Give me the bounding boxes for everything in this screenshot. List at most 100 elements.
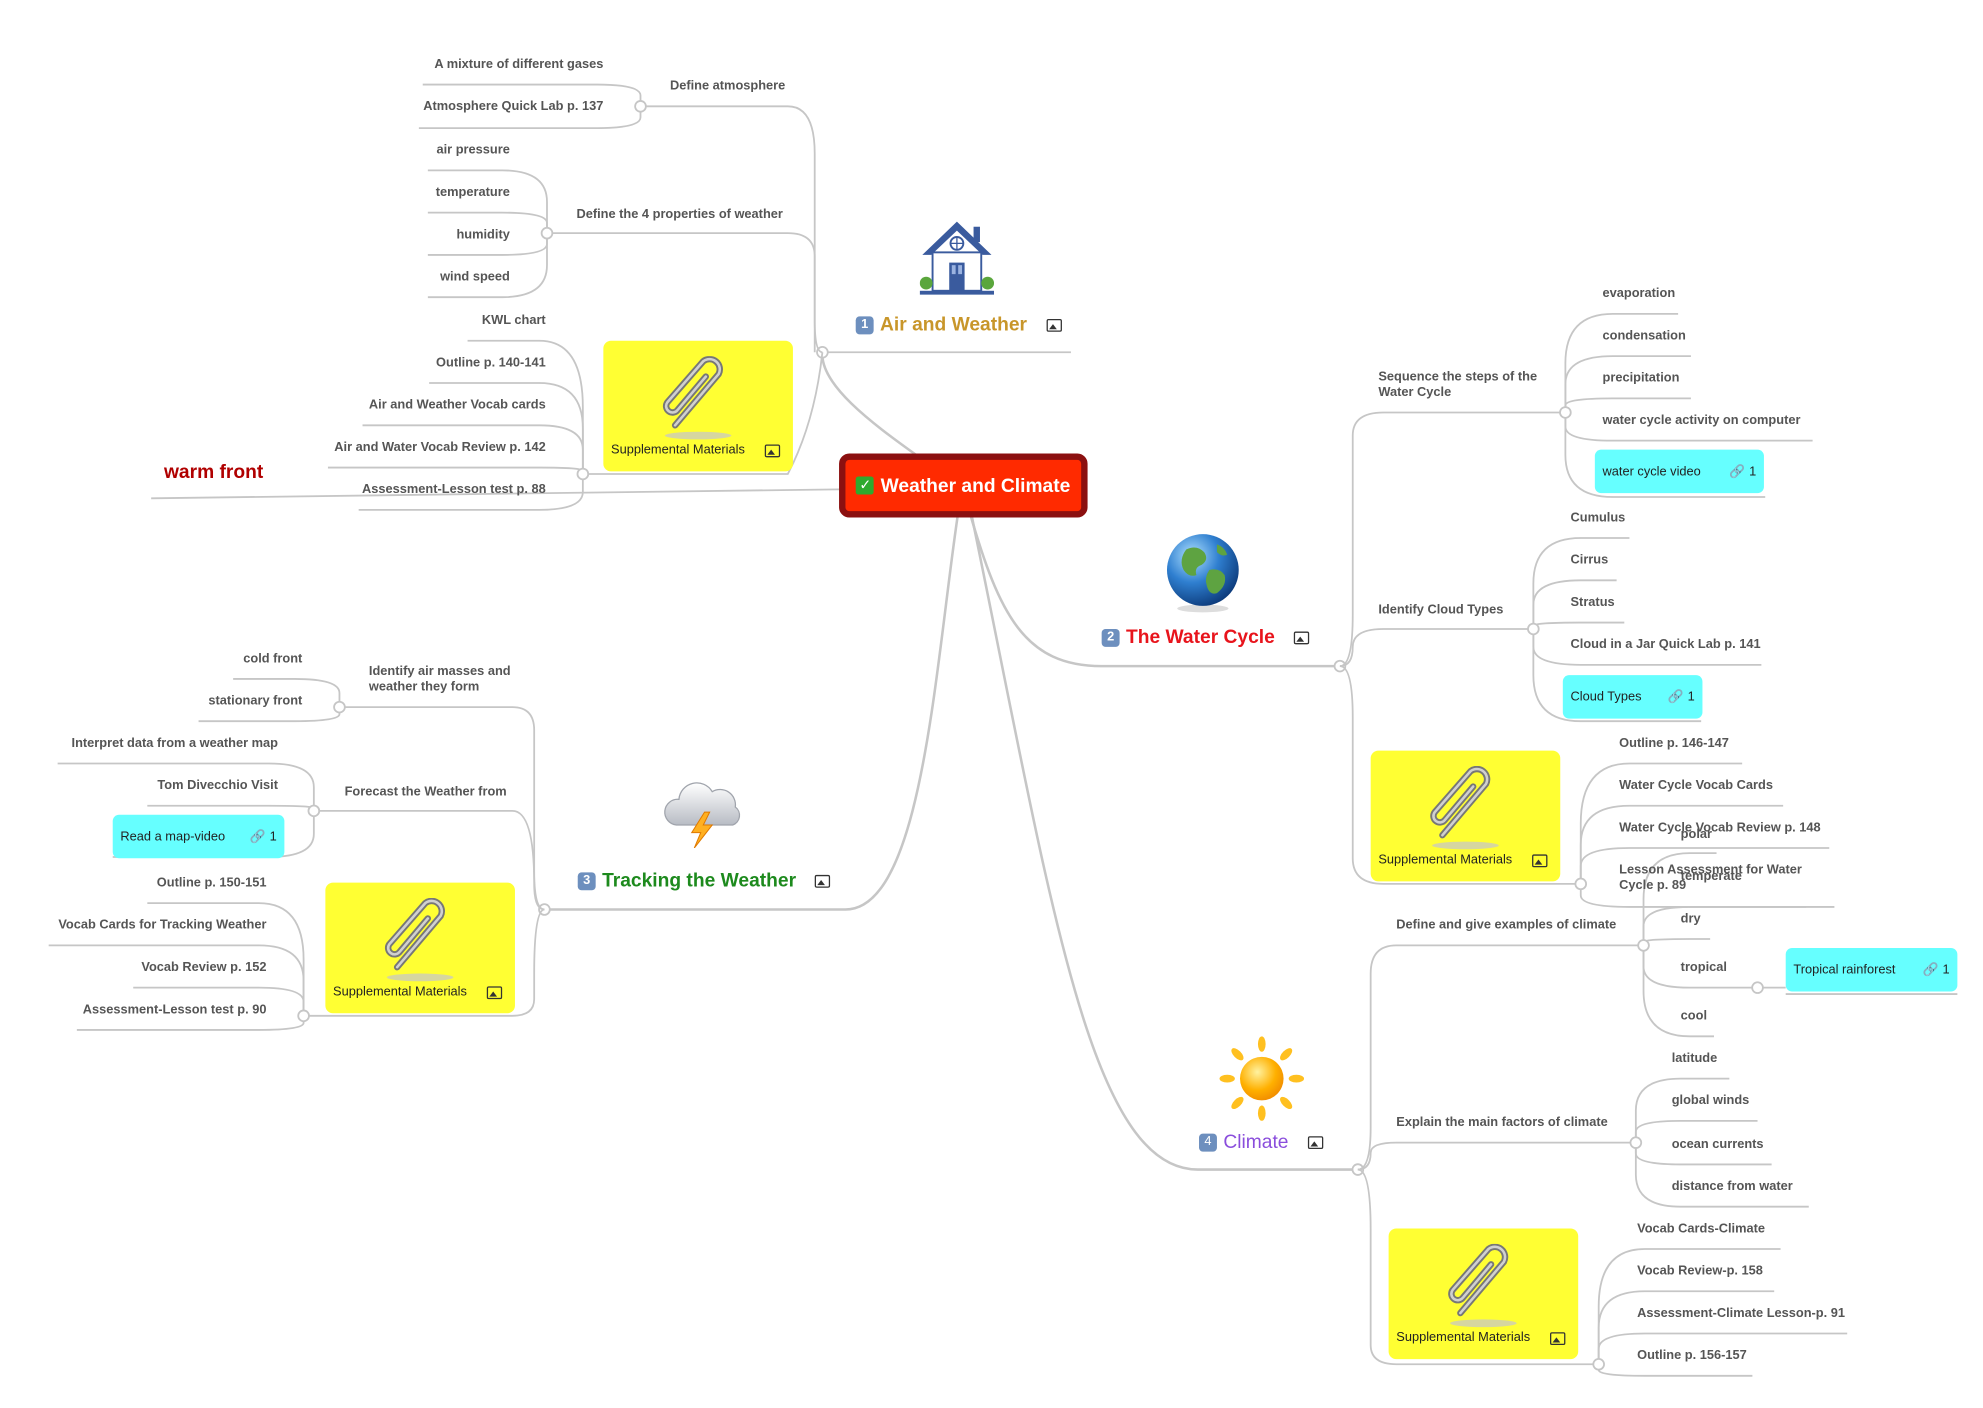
leaf-interpret-data[interactable]: Interpret data from a weather map: [71, 736, 278, 751]
connector-line: [1597, 1290, 1775, 1365]
leaf-evaporation[interactable]: evaporation: [1602, 286, 1676, 302]
branch-node: [1527, 622, 1540, 636]
branch-node: [1559, 406, 1572, 419]
leaf-air-pressure[interactable]: air pressure: [436, 143, 510, 158]
leaf-vocab-cards[interactable]: Air and Weather Vocab cards: [368, 398, 546, 413]
leaf-global-winds[interactable]: global winds: [1671, 1093, 1750, 1109]
image-icon[interactable]: [764, 444, 781, 458]
image-icon[interactable]: [815, 874, 831, 888]
image-icon[interactable]: [1550, 1332, 1566, 1346]
leaf-atmosphere-lab[interactable]: Atmosphere Quick Lab p. 137: [423, 99, 604, 115]
leaf-assessment[interactable]: Assessment-Lesson test p. 88: [362, 482, 546, 498]
leaf-cloud-in-jar[interactable]: Cloud in a Jar Quick Lab p. 141: [1570, 637, 1761, 653]
connector-line: [151, 488, 840, 500]
subtopic-sequence-water-cycle[interactable]: Sequence the steps of the Water Cycle: [1378, 370, 1538, 400]
link-label: Read a map-video: [120, 829, 226, 844]
subtopic-cloud-types[interactable]: Identify Cloud Types: [1378, 603, 1504, 618]
connector-line: [76, 1015, 305, 1031]
leaf-vocab-cards[interactable]: Vocab Cards-Climate: [1637, 1222, 1766, 1237]
number-badge: 2: [1101, 628, 1120, 647]
main-topic-climate[interactable]: 4 Climate: [1199, 1131, 1324, 1153]
connector-line: [640, 105, 823, 354]
main-topic-air-and-weather[interactable]: 1 Air and Weather: [855, 314, 1062, 336]
link-cloud-types[interactable]: Cloud Types 🔗1: [1562, 675, 1703, 719]
connector-line: [1532, 537, 1630, 629]
leaf-cumulus[interactable]: Cumulus: [1570, 511, 1626, 526]
connector-line: [303, 908, 545, 1017]
supplemental-label: Supplemental Materials: [1396, 1330, 1531, 1346]
leaf-outline[interactable]: Outline p. 140-141: [436, 356, 546, 371]
floating-topic-warm-front[interactable]: warm front: [163, 461, 264, 483]
leaf-stratus[interactable]: Stratus: [1570, 595, 1615, 610]
link-tropical-rainforest[interactable]: Tropical rainforest 🔗1: [1785, 947, 1958, 992]
leaf-stationary-front[interactable]: stationary front: [208, 694, 303, 709]
leaf-precipitation[interactable]: precipitation: [1602, 371, 1680, 386]
central-topic[interactable]: ✓ Weather and Climate: [839, 453, 1088, 518]
subtopic-define-atmosphere[interactable]: Define atmosphere: [669, 79, 786, 94]
subtopic-supplemental-materials[interactable]: Supplemental Materials: [1370, 750, 1561, 882]
leaf-vocab-cards[interactable]: Water Cycle Vocab Cards: [1619, 778, 1773, 793]
leaf-vocab-cards[interactable]: Vocab Cards for Tracking Weather: [58, 918, 267, 933]
leaf-latitude[interactable]: latitude: [1671, 1051, 1718, 1066]
leaf-humidity[interactable]: humidity: [456, 228, 510, 243]
image-icon[interactable]: [486, 986, 503, 1000]
leaf-outline[interactable]: Outline p. 156-157: [1637, 1348, 1747, 1363]
connector-line: [968, 512, 1340, 668]
subtopic-air-masses[interactable]: Identify air masses and weather they for…: [368, 664, 511, 695]
link-icon: 🔗: [1667, 689, 1684, 704]
leaf-temperate[interactable]: temperate: [1680, 869, 1742, 884]
leaf-cold-front[interactable]: cold front: [243, 652, 303, 667]
leaf-gases[interactable]: A mixture of different gases: [434, 57, 604, 72]
branch-node: [1592, 1357, 1605, 1371]
leaf-outline[interactable]: Outline p. 146-147: [1619, 736, 1729, 751]
leaf-dry[interactable]: dry: [1680, 912, 1701, 927]
subtopic-forecast-weather[interactable]: Forecast the Weather from: [344, 785, 507, 800]
leaf-vocab-review[interactable]: Vocab Review-p. 158: [1637, 1264, 1763, 1279]
leaf-vocab-review[interactable]: Vocab Review p. 152: [141, 960, 267, 975]
link-label: Cloud Types: [1570, 689, 1642, 704]
leaf-condensation[interactable]: condensation: [1602, 329, 1686, 344]
leaf-assessment[interactable]: Assessment-Lesson test p. 90: [82, 1003, 267, 1018]
leaf-tropical[interactable]: tropical: [1680, 960, 1727, 975]
leaf-wind-speed[interactable]: wind speed: [440, 270, 510, 285]
image-icon[interactable]: [1046, 318, 1062, 332]
main-topic-tracking-weather[interactable]: 3 Tracking the Weather: [577, 869, 831, 892]
leaf-outline[interactable]: Outline p. 150-151: [156, 876, 267, 891]
leaf-cirrus[interactable]: Cirrus: [1570, 553, 1609, 568]
leaf-tom-divecchio[interactable]: Tom Divecchio Visit: [157, 778, 278, 793]
subtopic-climate-factors[interactable]: Explain the main factors of climate: [1396, 1115, 1608, 1130]
main-topic-water-cycle[interactable]: 2 The Water Cycle: [1101, 626, 1310, 648]
leaf-temperature[interactable]: temperature: [435, 185, 510, 200]
connector-line: [327, 466, 584, 474]
leaf-ocean-currents[interactable]: ocean currents: [1671, 1137, 1764, 1152]
leaf-water-cycle-activity[interactable]: water cycle activity on computer: [1602, 413, 1801, 428]
connector-line: [1642, 938, 1711, 946]
central-topic-label: Weather and Climate: [880, 474, 1071, 497]
link-water-cycle-video[interactable]: water cycle video 🔗1: [1594, 449, 1764, 494]
link-read-map-video[interactable]: Read a map-video 🔗1: [112, 814, 285, 859]
subtopic-supplemental-materials[interactable]: Supplemental Materials: [1388, 1228, 1579, 1360]
leaf-vocab-review[interactable]: Water Cycle Vocab Review p. 148: [1619, 821, 1821, 836]
connector-line: [467, 339, 584, 474]
image-icon[interactable]: [1294, 630, 1310, 644]
connector-line: [418, 106, 642, 129]
number-badge: 3: [577, 871, 596, 890]
image-icon[interactable]: [1532, 854, 1548, 868]
leaf-distance-from-water[interactable]: distance from water: [1671, 1179, 1793, 1194]
leaf-vocab-review[interactable]: Air and Water Vocab Review p. 142: [334, 440, 546, 455]
subtopic-define-climate[interactable]: Define and give examples of climate: [1396, 918, 1617, 933]
subtopic-properties-of-weather[interactable]: Define the 4 properties of weather: [576, 207, 783, 222]
subtopic-supplemental-materials[interactable]: Supplemental Materials: [603, 340, 793, 472]
leaf-assessment[interactable]: Assessment-Climate Lesson-p. 91: [1637, 1306, 1846, 1321]
house-icon: [919, 221, 995, 295]
number-badge: 1: [855, 315, 874, 334]
leaf-polar[interactable]: polar: [1680, 827, 1712, 842]
branch-node: [333, 700, 346, 714]
leaf-lesson-assessment[interactable]: Lesson Assessment for Water Cycle p. 89: [1619, 863, 1802, 893]
main-topic-label: Tracking the Weather: [602, 869, 797, 892]
leaf-cool[interactable]: cool: [1680, 1009, 1708, 1024]
connector-line: [1532, 579, 1617, 629]
leaf-kwl-chart[interactable]: KWL chart: [481, 313, 546, 328]
subtopic-supplemental-materials[interactable]: Supplemental Materials: [325, 882, 515, 1014]
image-icon[interactable]: [1307, 1135, 1324, 1149]
